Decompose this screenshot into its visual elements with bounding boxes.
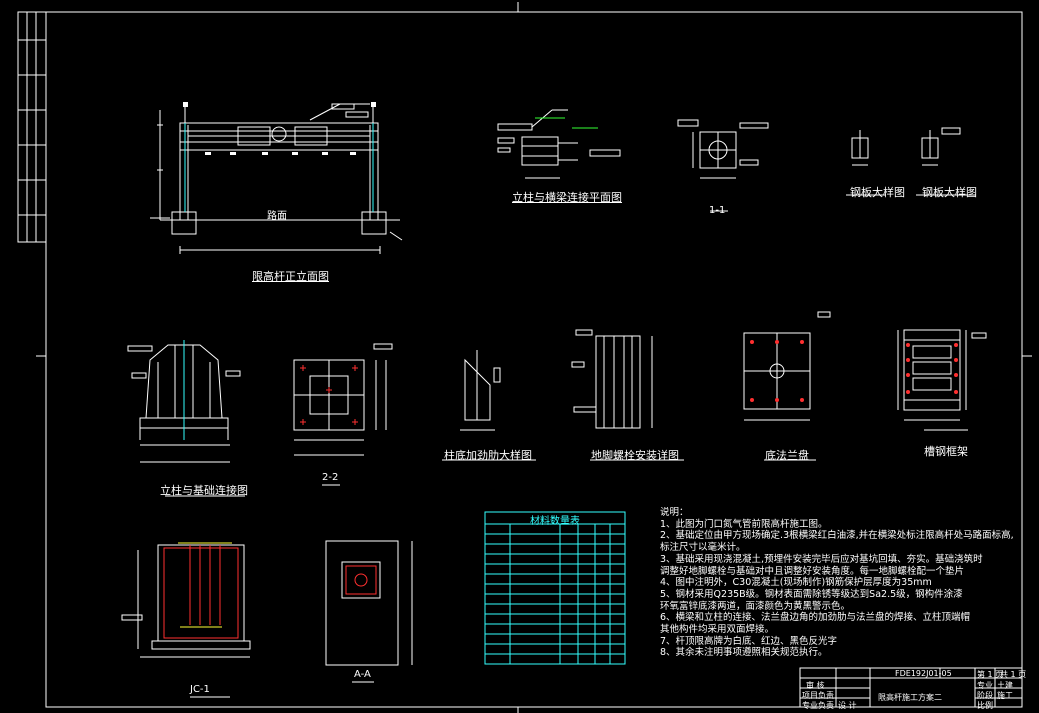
drawing-number: FDE192J01-05 (895, 669, 952, 678)
drawing-border (45, 11, 1023, 708)
title-section-2-2: 2-2 (322, 472, 339, 483)
section-1-1-view (677, 119, 769, 212)
title-plate-a: 钢板大样图 (850, 186, 905, 199)
jc1-view (121, 544, 251, 698)
anchor-bolt-view (571, 329, 684, 461)
plate-detail-a (846, 130, 886, 196)
material-table (484, 511, 626, 665)
tb-page-total: 共 1 页 (1000, 670, 1027, 679)
base-flange-view (743, 311, 831, 461)
title-section-a-a: A-A (354, 669, 371, 680)
tb-row-label: 专业负责 (802, 701, 834, 710)
design-notes: 说明： 1、此图为门口氮气管前限高杆施工图。 2、基础定位由甲方现场确定.3根横… (660, 507, 1038, 659)
note-line: 调整好地脚螺栓与基础对中且调整好安装角度。每一地脚螺栓配一个垫片 (660, 565, 965, 577)
note-line: 5、钢材采用Q235B级。钢材表面需除锈等级达到Sa2.5级，钢构件涂漆 (660, 588, 963, 600)
title-base-flange: 底法兰盘 (765, 449, 809, 462)
note-line: 2、基础定位由甲方现场确定.3根横梁红白油漆,并在横梁处标注限高杆处马路面标高, (660, 530, 1014, 542)
tb-right-label: 专业 (977, 681, 993, 690)
tb-row-label: 项目负责 (802, 691, 834, 700)
channel-frame-view (897, 329, 987, 431)
title-jc1: JC-1 (190, 684, 210, 695)
title-block (799, 667, 1023, 708)
title-beam-plan: 立柱与横梁连接平面图 (512, 191, 622, 204)
column-foundation-view (127, 344, 245, 497)
beam-plan-view (497, 109, 578, 179)
binding-strip (17, 11, 47, 243)
note-line: 8、其余未注明事项遵照相关规范执行。 (660, 647, 828, 659)
note-line: 4、图中注明外，C30混凝土(现场制作)钢筋保护层厚度为35mm (660, 577, 932, 589)
section-2-2-view (293, 343, 393, 486)
tb-right-value: 施工 (997, 691, 1013, 700)
note-line: 3、基础采用现浇混凝土,预埋件安装完毕后应对基坑回填、夯实。基础浇筑时 (660, 553, 983, 565)
title-channel-frame: 槽钢框架 (924, 445, 968, 458)
title-plate-b: 钢板大样图 (922, 186, 977, 199)
note-line: 环氧富锌底漆两道，面漆颜色为黄黑警示色。 (660, 600, 851, 612)
tb-row-label: 审 核 (806, 681, 825, 690)
title-column-foundation: 立柱与基础连接图 (160, 484, 248, 497)
tb-page-label: 第 1 页 (977, 670, 1004, 679)
title-section-1-1: 1-1 (709, 205, 726, 216)
material-table-title: 材料数量表 (530, 516, 580, 527)
tb-row-label: 设 计 (838, 701, 857, 710)
title-rib-detail: 柱底加劲肋大样图 (444, 449, 532, 462)
label-road: 路面 (267, 211, 287, 222)
section-a-a-view (325, 540, 413, 683)
tb-right-value: 土建 (997, 681, 1013, 690)
note-line: 标注尺寸以毫米计。 (660, 542, 746, 554)
plate-detail-b (916, 127, 976, 196)
tb-right-label: 比例 (977, 701, 993, 710)
note-line: 6、横梁和立柱的连接、法兰盘边角的加劲肋与法兰盘的焊接、立柱顶端帽 (660, 612, 971, 624)
tb-right-label: 阶段 (977, 691, 993, 700)
elevation-view (150, 103, 403, 254)
rib-detail-view (442, 350, 536, 461)
title-elevation: 限高杆正立面图 (252, 270, 329, 283)
note-line: 1、此图为门口氮气管前限高杆施工图。 (660, 518, 828, 530)
note-line: 其他构件均采用双面焊接。 (660, 624, 775, 636)
title-anchor-detail: 地脚螺栓安装详图 (591, 449, 679, 462)
note-line: 7、杆顶限高牌为白底、红边、黑色反光字 (660, 635, 838, 647)
notes-heading: 说明： (660, 507, 689, 518)
drawing-name: 限高杆施工方案二 (878, 693, 942, 702)
